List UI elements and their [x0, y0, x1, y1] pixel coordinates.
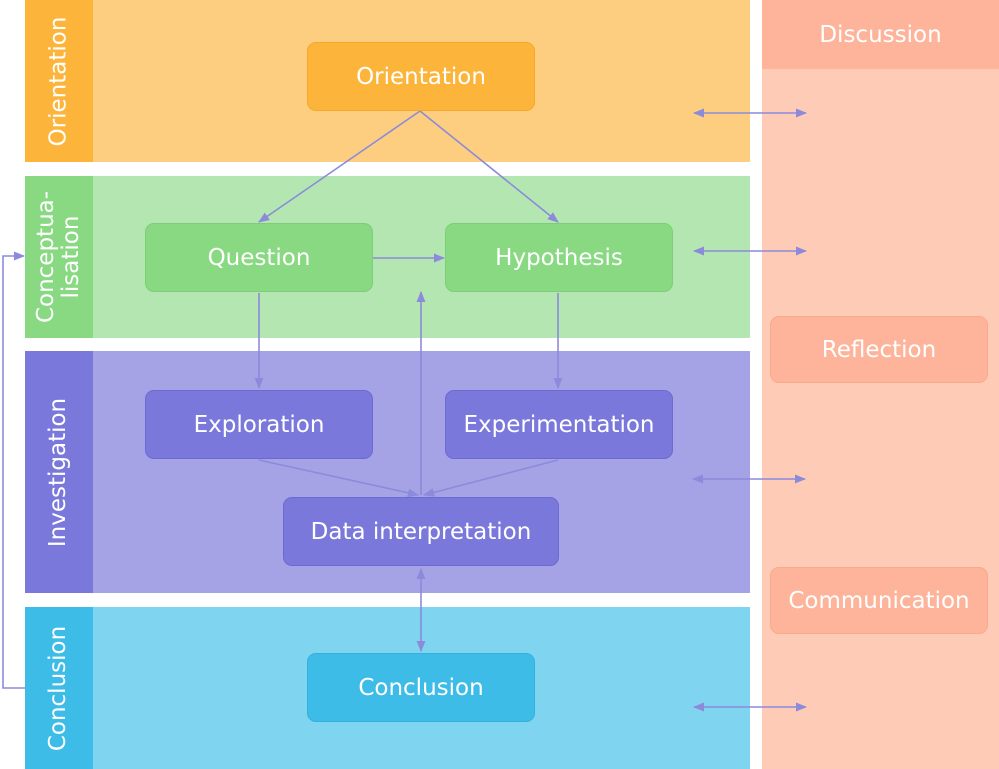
conclusion-phase-label: Conclusion: [45, 625, 72, 751]
reflection-label: Reflection: [821, 336, 937, 363]
investigation-phase-label: Investigation: [45, 397, 72, 547]
discussion-header: Discussion: [762, 0, 999, 69]
orientation-node-label: Orientation: [356, 63, 486, 90]
arrow-loop-back: [2, 251, 26, 689]
communication-label: Communication: [788, 587, 970, 614]
experimentation-node: Experimentation: [445, 390, 673, 459]
question-node: Question: [145, 223, 373, 292]
experimentation-node-label: Experimentation: [463, 411, 655, 438]
orientation-node: Orientation: [307, 42, 535, 111]
reflection-box: Reflection: [770, 316, 988, 383]
conclusion-phase-strip: Conclusion: [25, 607, 93, 769]
exploration-node: Exploration: [145, 390, 373, 459]
exploration-node-label: Exploration: [193, 411, 325, 438]
conclusion-node-label: Conclusion: [358, 674, 484, 701]
conclusion-node: Conclusion: [307, 653, 535, 722]
question-node-label: Question: [207, 244, 311, 271]
communication-box: Communication: [770, 567, 988, 634]
orientation-phase-label: Orientation: [45, 16, 72, 146]
conceptualisation-phase-strip: Conceptua- lisation: [25, 176, 93, 338]
hypothesis-node: Hypothesis: [445, 223, 673, 292]
discussion-panel: [762, 0, 999, 769]
data-interpretation-node: Data interpretation: [283, 497, 559, 566]
data-interpretation-node-label: Data interpretation: [310, 518, 532, 545]
orientation-phase-strip: Orientation: [25, 0, 93, 162]
discussion-label: Discussion: [819, 21, 942, 48]
hypothesis-node-label: Hypothesis: [495, 244, 623, 271]
investigation-phase-strip: Investigation: [25, 351, 93, 593]
conceptualisation-phase-label: Conceptua- lisation: [33, 190, 84, 324]
